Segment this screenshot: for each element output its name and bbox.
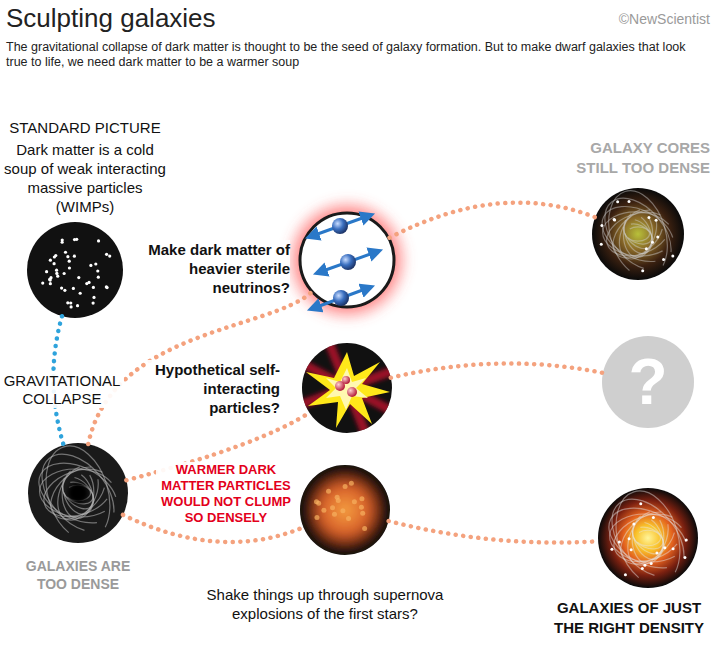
dense-core-circle: GALAXY CORES STILL TOO DENSE: [592, 188, 684, 280]
node-label: Hypothetical self-interacting particles?: [146, 360, 280, 417]
node-label: Dark matter is a cold soup of weak inter…: [2, 140, 168, 216]
wimp-soup-circle: STANDARD PICTUREDark matter is a cold so…: [27, 222, 123, 318]
watermark: ©NewScientist: [560, 10, 710, 28]
node-label: GALAXIES OF JUST THE RIGHT DENSITY: [546, 598, 712, 638]
supernova-figure: [300, 465, 390, 555]
title: Sculpting galaxies: [6, 2, 216, 34]
dotted-connector: [390, 203, 596, 238]
node-label: GALAXIES ARE TOO DENSE: [14, 557, 142, 593]
dotted-connector: [391, 364, 603, 378]
right-density-circle: GALAXIES OF JUST THE RIGHT DENSITY: [598, 488, 698, 588]
dotted-connector: [389, 521, 598, 543]
annotation: WARMER DARK MATTER PARTICLES WOULD NOT C…: [156, 462, 296, 526]
self-interacting-circle: Hypothetical self-interacting particles?: [302, 343, 392, 433]
self-interacting-figure: [300, 343, 395, 433]
dense-galaxy-figure: [28, 438, 129, 548]
connector-label: GRAVITATIONAL COLLAPSE: [0, 372, 124, 408]
right-density-galaxy-figure: [598, 483, 699, 593]
caption: The gravitational collapse of dark matte…: [6, 40, 706, 70]
sterile-neutrino-figure: [283, 196, 411, 324]
node-label: Make dark matter of heavier sterile neut…: [136, 240, 290, 297]
node-heading: STANDARD PICTURE: [2, 118, 168, 137]
node-label: Shake things up through supernova explos…: [205, 585, 445, 623]
supernova-circle: Shake things up through supernova explos…: [300, 465, 390, 555]
dense-galaxy-circle: GALAXIES ARE TOO DENSE: [28, 443, 128, 543]
dense-core-galaxy-figure: [592, 184, 685, 285]
wimp-soup-figure: [27, 222, 123, 318]
unknown-circle: ?: [602, 336, 694, 428]
node-label: ?: [602, 336, 694, 428]
unknown-outcome-figure: [602, 336, 694, 428]
node-label: GALAXY CORES STILL TOO DENSE: [560, 138, 710, 178]
sterile-neutrino-circle: Make dark matter of heavier sterile neut…: [299, 212, 395, 308]
dotted-connector: [88, 292, 311, 444]
